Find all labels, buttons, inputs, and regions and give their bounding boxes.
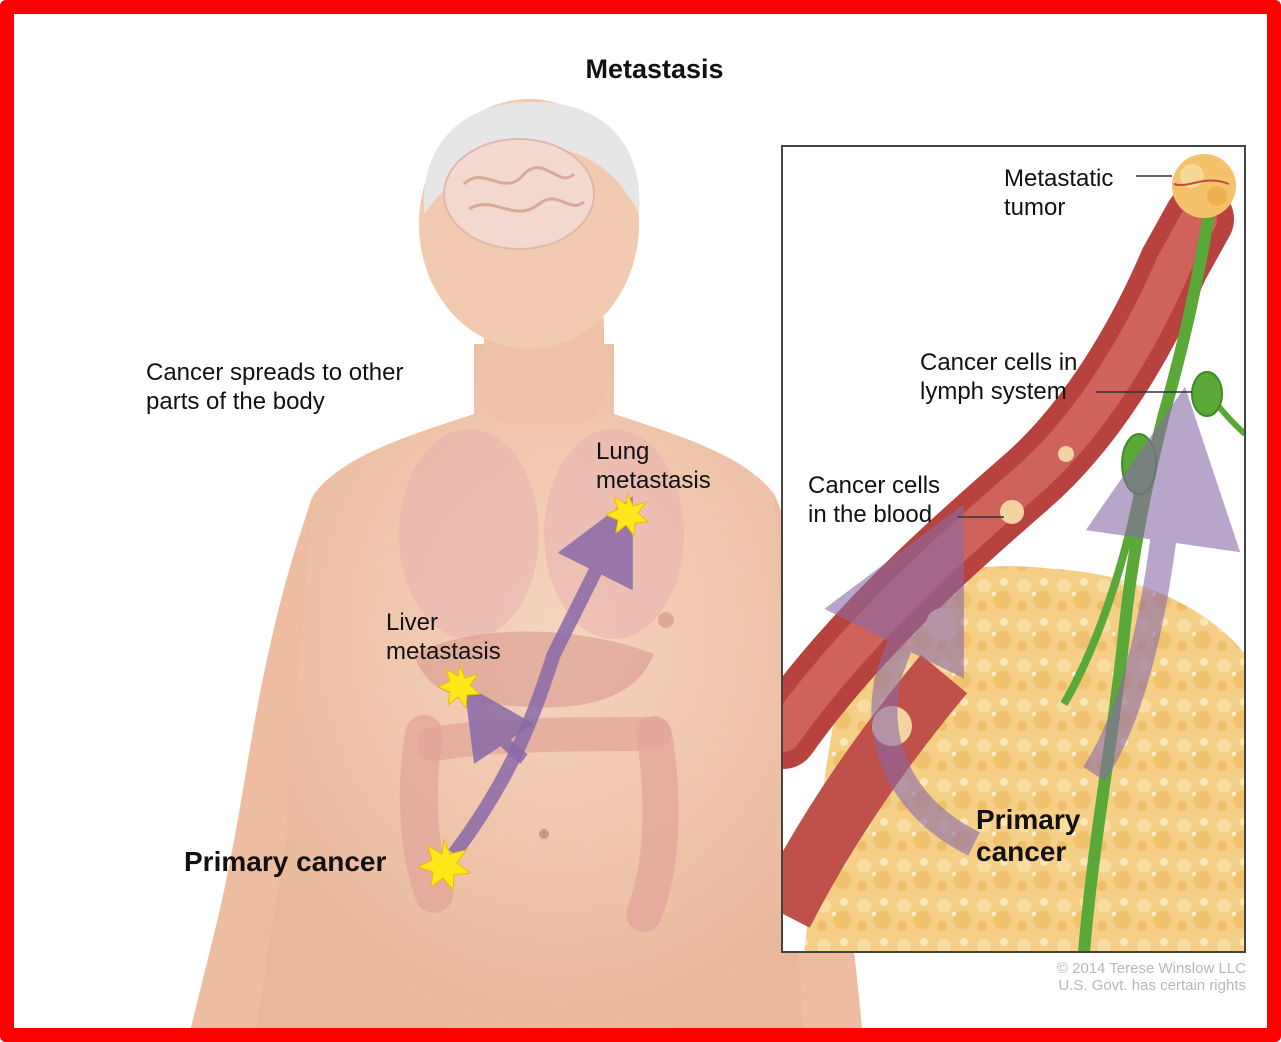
human-body: [184, 99, 864, 1042]
inset-primary-line-1: Primary: [976, 804, 1080, 836]
lung-label-line-1: Lung: [596, 437, 711, 466]
spread-label-line-1: Cancer spreads to other: [146, 358, 403, 387]
inset-primary-line-2: cancer: [976, 836, 1080, 868]
liver-label-line-1: Liver: [386, 608, 501, 637]
metastatic-tumor-label: Metastatic tumor: [1004, 164, 1113, 222]
liver-metastasis-label: Liver metastasis: [386, 608, 501, 666]
blood-label-line-2: in the blood: [808, 500, 940, 529]
liver-label-line-2: metastasis: [386, 637, 501, 666]
blood-cells-label: Cancer cells in the blood: [808, 471, 940, 529]
lung-label-line-2: metastasis: [596, 466, 711, 495]
spread-label: Cancer spreads to other parts of the bod…: [146, 358, 403, 416]
primary-cancer-label: Primary cancer: [184, 846, 386, 878]
copyright-line-2: U.S. Govt. has certain rights: [1014, 977, 1246, 994]
metastatic-tumor-line-1: Metastatic: [1004, 164, 1113, 193]
spread-label-line-2: parts of the body: [146, 387, 403, 416]
lymph-label-line-2: lymph system: [920, 377, 1077, 406]
copyright-notice: © 2014 Terese Winslow LLC U.S. Govt. has…: [1014, 960, 1246, 994]
lymph-system-label: Cancer cells in lymph system: [920, 348, 1077, 406]
lung-metastasis-label: Lung metastasis: [596, 437, 711, 495]
diagram-title: Metastasis: [14, 54, 1281, 85]
blood-label-line-1: Cancer cells: [808, 471, 940, 500]
lymph-label-line-1: Cancer cells in: [920, 348, 1077, 377]
inset-primary-cancer-label: Primary cancer: [976, 804, 1080, 868]
metastatic-tumor-line-2: tumor: [1004, 193, 1113, 222]
copyright-line-1: © 2014 Terese Winslow LLC: [1014, 960, 1246, 977]
